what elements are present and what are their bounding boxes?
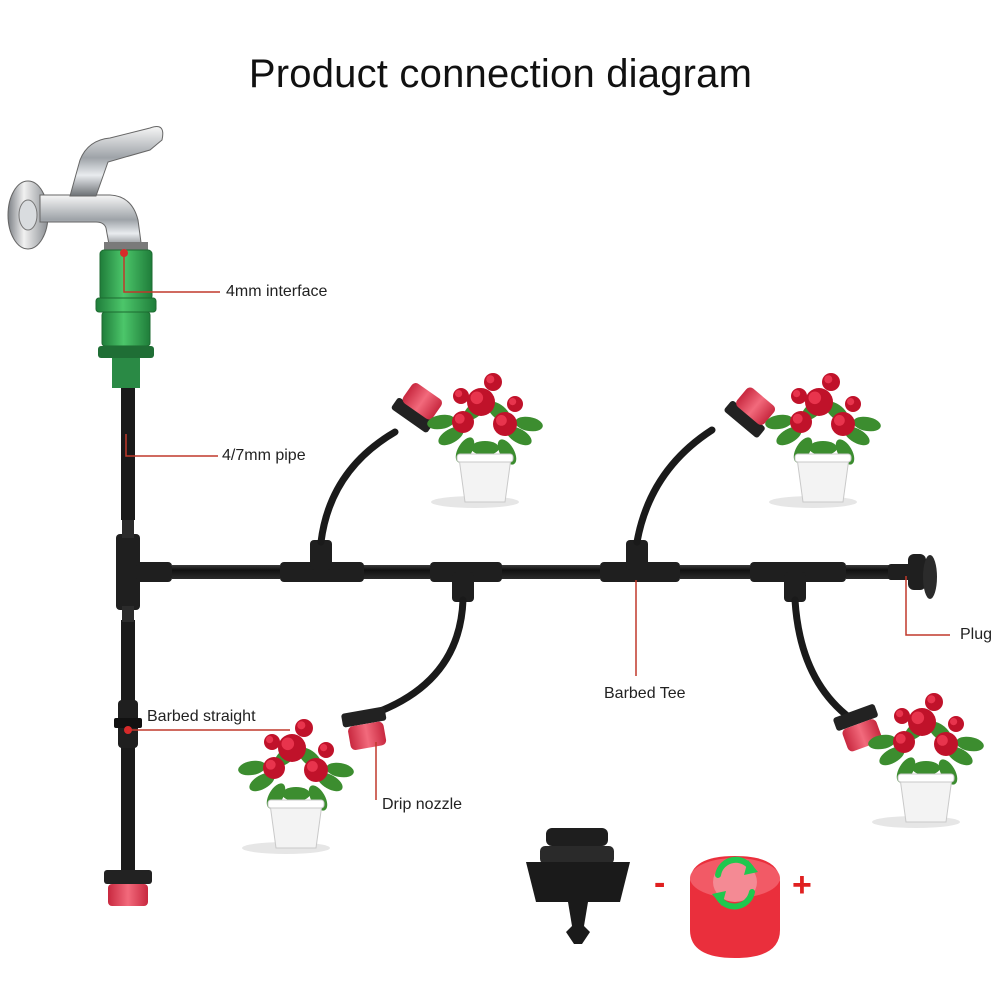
barbed-tee-2 xyxy=(430,562,502,602)
drip-nozzle-1 xyxy=(391,383,442,433)
label-4mm-interface: 4mm interface xyxy=(226,283,328,300)
minus-sign: - xyxy=(654,864,666,902)
leader-lines xyxy=(123,253,950,800)
page-title: Product connection diagram xyxy=(248,52,753,96)
potted-flower-4 xyxy=(868,693,984,828)
vertical-pipe xyxy=(121,388,135,875)
faucet xyxy=(7,126,164,254)
label-plug: Plug xyxy=(960,626,993,643)
barbed-tee-4 xyxy=(750,562,846,602)
nozzle-body-detail xyxy=(526,828,630,944)
drip-nozzle-3 xyxy=(341,706,387,750)
branch-tubes xyxy=(317,426,854,722)
label-barbed-tee: Barbed Tee xyxy=(604,685,686,702)
label-drip-nozzle: Drip nozzle xyxy=(382,796,463,813)
potted-flower-1 xyxy=(427,373,543,508)
plus-sign: + xyxy=(792,866,812,904)
4mm-interface-connector xyxy=(95,249,157,388)
potted-plants xyxy=(238,373,984,854)
barbed-tee-3 xyxy=(600,540,680,582)
label-pipe: 4/7mm pipe xyxy=(222,447,306,464)
horizontal-pipe xyxy=(172,565,892,579)
label-barbed-straight: Barbed straight xyxy=(147,708,256,725)
leader-dots xyxy=(120,249,132,734)
potted-flower-3 xyxy=(238,719,354,854)
plug xyxy=(888,554,937,599)
barbed-straight-connector xyxy=(114,700,142,748)
potted-flower-2 xyxy=(765,373,881,508)
barbed-tee-1 xyxy=(280,540,364,582)
end-nozzle xyxy=(104,870,152,906)
barbed-tee-main xyxy=(116,520,172,622)
drip-nozzle-2 xyxy=(724,387,776,438)
